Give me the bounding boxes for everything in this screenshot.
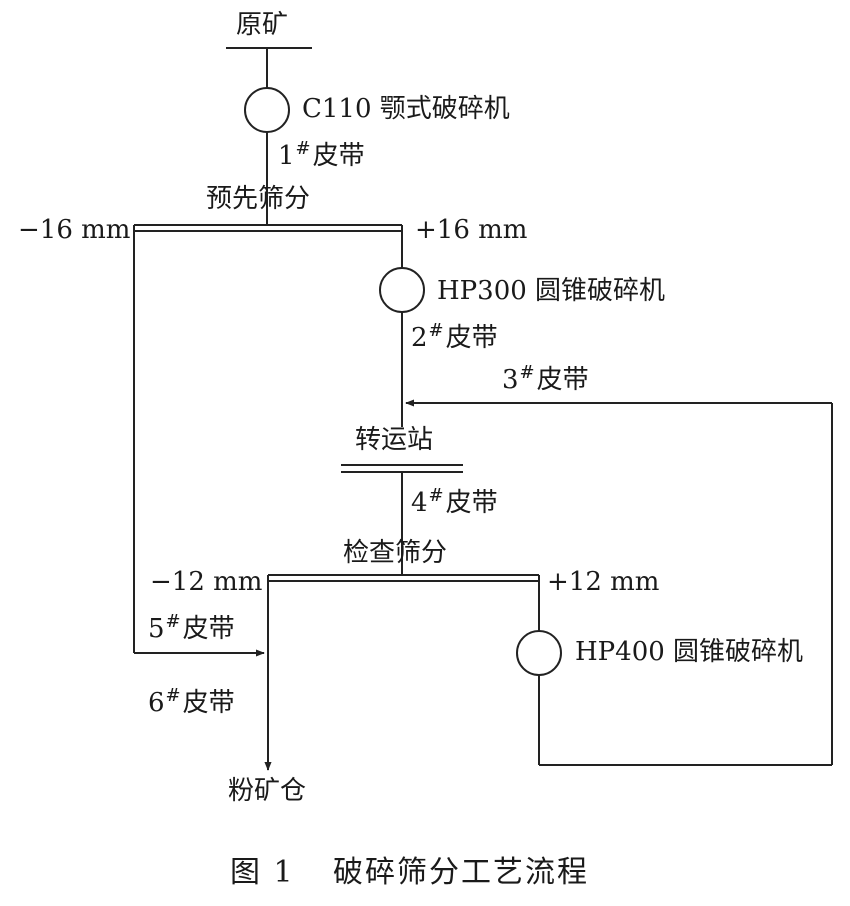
hp400-crusher-label: HP400 圆锥破碎机 (575, 637, 804, 667)
oversize-16-label: +16 mm (415, 215, 528, 245)
raw-ore-label: 原矿 (236, 10, 289, 40)
jaw-crusher-symbol (244, 87, 290, 133)
belt-2-number: 2 (411, 323, 428, 353)
belt-5-number: 5 (148, 614, 165, 644)
belt-3-label: 3#皮带 (502, 364, 589, 395)
figure-number: 图 1 (230, 855, 295, 890)
belt-2-label: 2#皮带 (411, 322, 498, 353)
oversize-12-label: +12 mm (547, 567, 660, 597)
belt-text: 皮带 (536, 365, 589, 395)
belt-1-label: 1#皮带 (278, 140, 365, 171)
belt-text: 皮带 (445, 323, 498, 353)
undersize-12-label: −12 mm (150, 567, 263, 597)
hp300-crusher-symbol (379, 267, 425, 313)
belt-4-label: 4#皮带 (411, 487, 498, 518)
undersize-16-label: −16 mm (18, 215, 131, 245)
belt-mark: # (295, 138, 311, 159)
figure-caption: 破碎筛分工艺流程 (333, 855, 589, 890)
belt-5-label: 5#皮带 (148, 613, 235, 644)
belt-mark: # (428, 320, 444, 341)
hp400-crusher-symbol (516, 630, 562, 676)
belt-text: 皮带 (182, 688, 235, 718)
belt-4-number: 4 (411, 488, 428, 518)
fine-ore-bin-label: 粉矿仓 (228, 776, 307, 806)
belt-mark: # (519, 362, 535, 383)
belt-text: 皮带 (445, 488, 498, 518)
check-screen-label: 检查筛分 (343, 538, 448, 568)
belt-text: 皮带 (312, 141, 365, 171)
jaw-crusher-label: C110 颚式破碎机 (302, 94, 510, 124)
belt-mark: # (165, 685, 181, 706)
hp300-crusher-label: HP300 圆锥破碎机 (437, 276, 666, 306)
pre-screen-label: 预先筛分 (206, 184, 311, 214)
belt-mark: # (428, 485, 444, 506)
belt-mark: # (165, 611, 181, 632)
belt-1-number: 1 (278, 141, 295, 171)
belt-3-number: 3 (502, 365, 519, 395)
belt-6-label: 6#皮带 (148, 687, 235, 718)
belt-text: 皮带 (182, 614, 235, 644)
transfer-station-label: 转运站 (355, 425, 434, 455)
belt-6-number: 6 (148, 688, 165, 718)
